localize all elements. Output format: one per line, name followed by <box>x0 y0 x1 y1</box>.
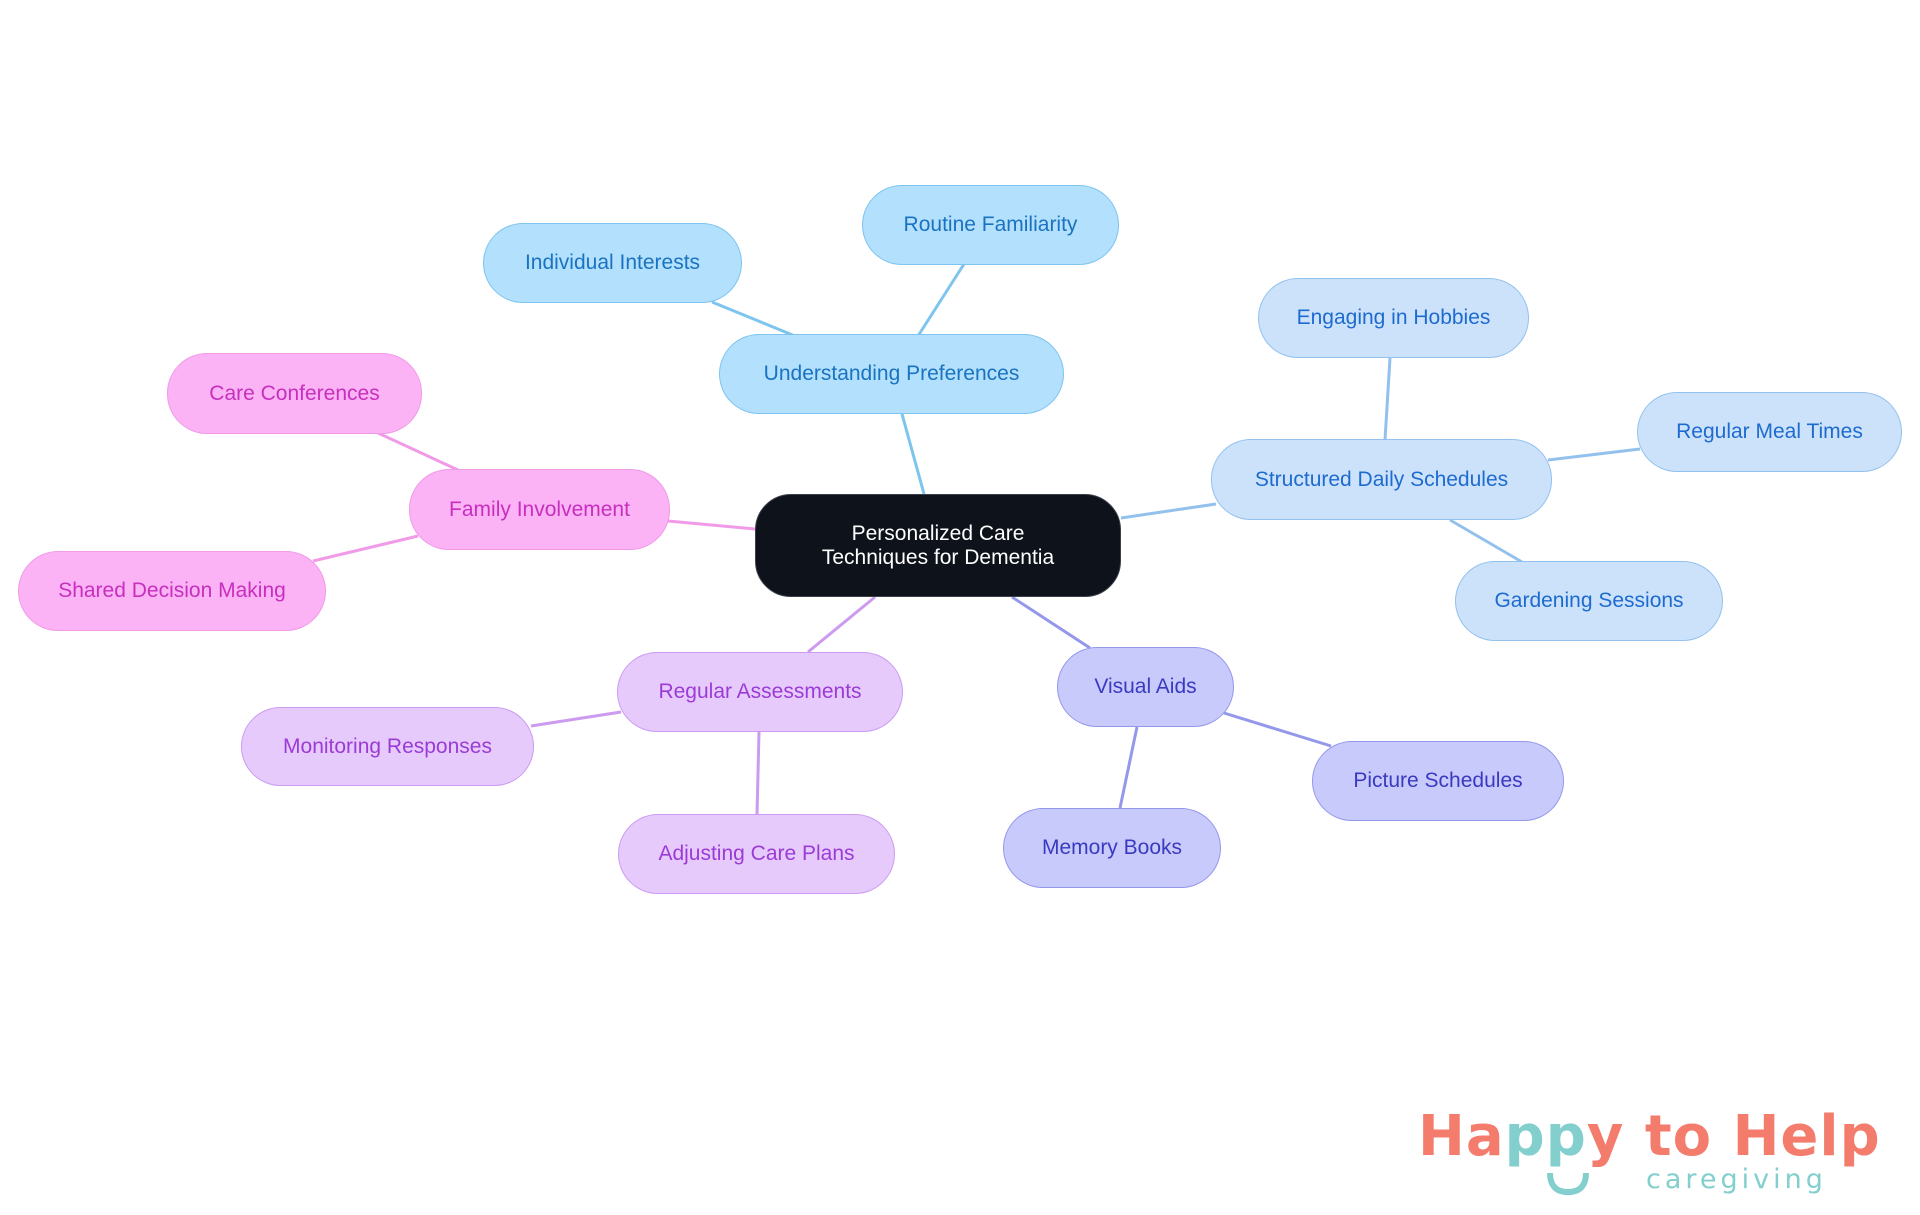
node-visual-aids[interactable]: Visual Aids <box>1057 647 1234 727</box>
smile-icon <box>1547 1172 1589 1195</box>
node-regular-meal-times[interactable]: Regular Meal Times <box>1637 392 1902 472</box>
node-label: Adjusting Care Plans <box>658 842 855 865</box>
node-understanding-preferences[interactable]: Understanding Preferences <box>719 334 1064 414</box>
logo-title-teal-part: pp <box>1504 1104 1587 1169</box>
node-label: Engaging in Hobbies <box>1296 306 1491 329</box>
logo-title: Happy to Help <box>1418 1105 1881 1169</box>
node-label: Family Involvement <box>449 497 630 521</box>
node-label: Structured Daily Schedules <box>1254 467 1509 491</box>
node-label: Regular Assessments <box>658 680 862 703</box>
node-family-involvement[interactable]: Family Involvement <box>409 469 670 550</box>
node-routine-familiarity[interactable]: Routine Familiarity <box>862 185 1119 265</box>
node-gardening-sessions[interactable]: Gardening Sessions <box>1455 561 1723 641</box>
node-label: Care Conferences <box>209 381 380 405</box>
node-label: Gardening Sessions <box>1494 589 1684 612</box>
logo-subtitle: caregiving <box>1646 1164 1827 1195</box>
node-label: Regular Meal Times <box>1676 420 1863 443</box>
root-node-label: Personalized Care Techniques for Dementi… <box>821 521 1055 569</box>
node-label: Shared Decision Making <box>58 579 286 602</box>
logo-title-part: Ha <box>1418 1104 1505 1169</box>
node-picture-schedules[interactable]: Picture Schedules <box>1312 741 1564 821</box>
node-adjusting-care-plans[interactable]: Adjusting Care Plans <box>618 814 895 894</box>
node-label: Routine Familiarity <box>903 213 1078 236</box>
node-monitoring-responses[interactable]: Monitoring Responses <box>241 707 534 786</box>
node-label: Picture Schedules <box>1353 769 1523 792</box>
node-shared-decision-making[interactable]: Shared Decision Making <box>18 551 326 631</box>
node-individual-interests[interactable]: Individual Interests <box>483 223 742 303</box>
node-label: Understanding Preferences <box>763 362 1020 385</box>
node-care-conferences[interactable]: Care Conferences <box>167 353 422 434</box>
brand-logo: Happy to Help caregiving <box>1418 1105 1888 1205</box>
root-node[interactable]: Personalized Care Techniques for Dementi… <box>755 494 1121 597</box>
node-memory-books[interactable]: Memory Books <box>1003 808 1221 888</box>
node-label: Visual Aids <box>1094 675 1197 698</box>
node-label: Monitoring Responses <box>283 734 492 758</box>
node-structured-daily-schedules[interactable]: Structured Daily Schedules <box>1211 439 1552 520</box>
node-label: Memory Books <box>1041 836 1183 859</box>
node-regular-assessments[interactable]: Regular Assessments <box>617 652 903 732</box>
logo-title-part: y to Help <box>1586 1104 1881 1169</box>
node-label: Individual Interests <box>524 251 701 274</box>
node-engaging-in-hobbies[interactable]: Engaging in Hobbies <box>1258 278 1529 358</box>
